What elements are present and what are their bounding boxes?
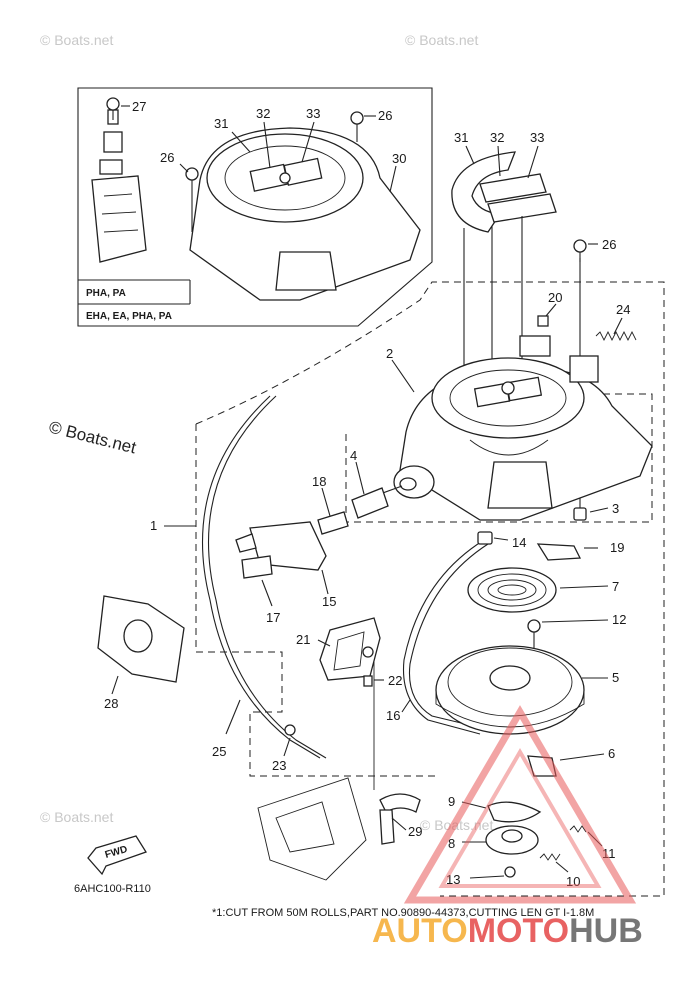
callout-12: 12: [612, 612, 626, 627]
bolt-26: 26: [573, 237, 616, 262]
callout-17: 17: [266, 610, 280, 625]
callout-1: 1: [150, 518, 157, 533]
pulley-5: 5: [435, 645, 619, 735]
inset-panel: PHA, PA EHA, EA, PHA, PA 27 31 32 33 26 …: [77, 87, 433, 327]
callout-15: 15: [322, 594, 336, 609]
callout-6: 6: [608, 746, 615, 761]
callout-26: 26: [602, 237, 616, 252]
callout-19: 19: [610, 540, 624, 555]
cable-16: 14 16: [373, 531, 526, 790]
callout-18: 18: [312, 474, 326, 489]
callout-26-inset-b: 26: [160, 150, 174, 165]
assembly-outline-2: [345, 393, 653, 523]
callout-3: 3: [612, 501, 619, 516]
spring-10: 10: [539, 853, 580, 889]
callout-31-inset: 31: [214, 116, 228, 131]
callout-2: 2: [386, 346, 393, 361]
inset-label-eha: EHA, EA, PHA, PA: [86, 311, 172, 322]
brand-moto: MOTO: [468, 912, 569, 950]
callout-16: 16: [386, 708, 400, 723]
svg-text:AUTOMOTOHUB: AUTOMOTOHUB: [372, 912, 643, 950]
starter-handle-assembly: 4 18 15 17: [235, 448, 435, 625]
decal-set: 31 32 33: [451, 130, 581, 508]
hose-29: 29: [379, 793, 422, 845]
bracket-21: 21 22: [296, 617, 402, 688]
drive-plate-8: 8: [448, 825, 539, 855]
mount-bracket: [257, 777, 367, 881]
callout-7: 7: [612, 579, 619, 594]
callout-33-inset: 33: [306, 106, 320, 121]
collar-3: 3: [573, 501, 619, 521]
callout-22: 22: [388, 673, 402, 688]
diagram-code: 6AHC100-R110: [74, 883, 151, 895]
plate-28: 28: [97, 595, 185, 711]
callout-23: 23: [272, 758, 286, 773]
spiral-spring-7: 7: [467, 567, 619, 613]
cable-25: 25 23: [201, 395, 327, 773]
callout-20: 20: [548, 290, 562, 305]
footnote: *1:CUT FROM 50M ROLLS,PART NO.90890-4437…: [212, 907, 594, 919]
callout-27: 27: [132, 99, 146, 114]
watermark: © Boats.net: [40, 32, 113, 48]
callout-10: 10: [566, 874, 580, 889]
callout-33: 33: [530, 130, 544, 145]
brand-auto: AUTO: [372, 912, 468, 950]
callout-32-inset: 32: [256, 106, 270, 121]
callout-1-group: 1: [150, 518, 196, 533]
callout-25: 25: [212, 744, 226, 759]
callout-30: 30: [392, 151, 406, 166]
automotohub-logo: AUTOMOTOHUB: [372, 705, 643, 950]
callout-13: 13: [446, 872, 460, 887]
inset-label-pha-pa: PHA, PA: [86, 288, 126, 299]
callout-5: 5: [612, 670, 619, 685]
bolt-13: 13: [446, 866, 516, 887]
callout-32: 32: [490, 130, 504, 145]
assembly-outline-1b: [195, 424, 438, 777]
starter-cover: 2: [386, 335, 653, 521]
watermark: © Boats.net: [40, 809, 113, 825]
bolt-12: 12: [527, 612, 626, 660]
callout-9: 9: [448, 794, 455, 809]
callout-26-inset-a: 26: [378, 108, 392, 123]
callout-28: 28: [104, 696, 118, 711]
watermark: © Boats.net: [405, 32, 478, 48]
watermark-dark: © Boats.net: [47, 417, 138, 457]
brand-hub: HUB: [569, 912, 643, 950]
callout-4: 4: [350, 448, 357, 463]
fwd-arrow-icon: FWD: [87, 835, 147, 876]
callout-21: 21: [296, 632, 310, 647]
bracket-20: 20: [537, 290, 562, 327]
callout-24: 24: [616, 302, 630, 317]
assembly-outline-1: [195, 281, 665, 897]
callout-31: 31: [454, 130, 468, 145]
callout-8: 8: [448, 836, 455, 851]
callout-29: 29: [408, 824, 422, 839]
spring-24: 24: [595, 302, 637, 342]
callout-14: 14: [512, 535, 526, 550]
pawl-19: 19: [536, 540, 624, 561]
